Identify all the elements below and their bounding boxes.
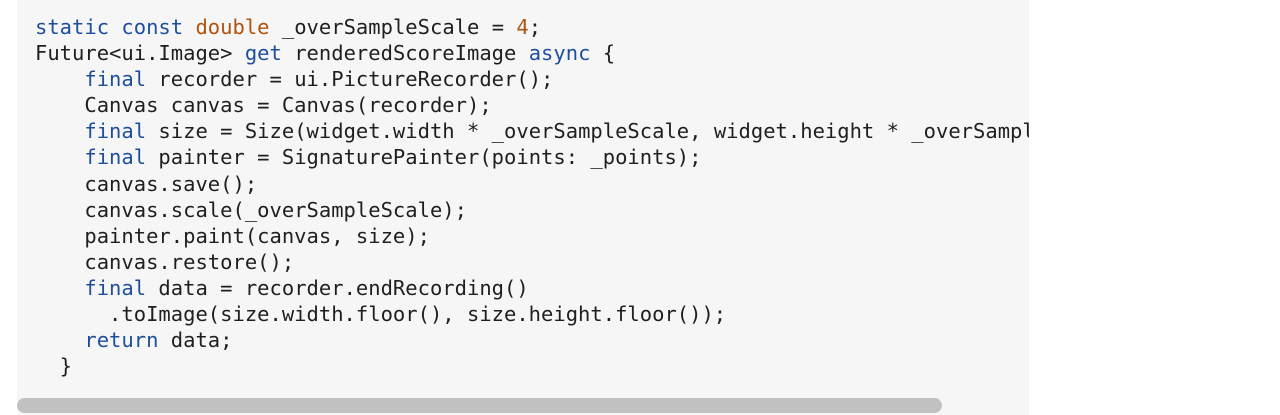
code-token-plain: Future<ui.Image> xyxy=(35,41,245,66)
code-token-plain xyxy=(35,119,84,143)
code-token-plain: canvas.restore(); xyxy=(35,249,295,274)
code-line: final recorder = ui.PictureRecorder(); xyxy=(35,66,1029,92)
code-token-kw: final xyxy=(84,145,147,170)
code-line: Future<ui.Image> get renderedScoreImage … xyxy=(35,40,1029,66)
code-line: final painter = SignaturePainter(points:… xyxy=(35,144,1029,170)
code-token-plain xyxy=(109,15,121,39)
code-token-kw: final xyxy=(84,119,147,144)
code-line: canvas.restore(); xyxy=(35,249,1029,275)
code-token-plain xyxy=(35,67,84,91)
code-token-kw: static xyxy=(35,15,110,39)
code-token-plain xyxy=(35,276,84,300)
code-line: } xyxy=(35,353,1029,379)
code-token-kw: final xyxy=(84,67,147,92)
code-token-plain: canvas.save(); xyxy=(35,171,258,196)
code-token-plain: data; xyxy=(158,328,233,353)
code-token-num: 4 xyxy=(516,15,529,39)
code-token-kw: const xyxy=(121,15,184,39)
code-line: static const double _overSampleScale = 4… xyxy=(35,14,1029,40)
code-token-kw: final xyxy=(84,275,147,300)
code-line: return data; xyxy=(35,327,1029,353)
code-token-plain: renderedScoreImage xyxy=(281,41,529,66)
code-line: final data = recorder.endRecording() xyxy=(35,275,1029,301)
code-token-kw: get xyxy=(244,41,282,66)
code-line: .toImage(size.width.floor(), size.height… xyxy=(35,301,1029,327)
code-token-plain: canvas.scale(_overSampleScale); xyxy=(35,197,467,222)
code-line: final size = Size(widget.width * _overSa… xyxy=(35,118,1029,144)
code-line: canvas.save(); xyxy=(35,171,1029,197)
code-token-plain: { xyxy=(590,41,616,66)
code-token-plain: _overSampleScale = xyxy=(269,15,517,39)
code-token-kw: async xyxy=(528,41,591,66)
code-token-type: double xyxy=(195,15,270,39)
code-token-plain: painter = SignaturePainter(points: _poin… xyxy=(146,145,702,170)
code-content: static const double _overSampleScale = 4… xyxy=(35,14,1029,379)
code-token-plain: painter.paint(canvas, size); xyxy=(35,223,430,248)
code-token-plain: recorder = ui.PictureRecorder(); xyxy=(146,67,554,92)
code-token-plain: data = recorder.endRecording() xyxy=(146,275,529,300)
code-token-plain: Canvas canvas = Canvas(recorder); xyxy=(35,93,492,118)
code-token-plain: } xyxy=(35,354,73,379)
code-line: Canvas canvas = Canvas(recorder); xyxy=(35,92,1029,118)
code-line: canvas.scale(_overSampleScale); xyxy=(35,197,1029,223)
code-token-plain: size = Size(widget.width * _overSampleSc… xyxy=(158,119,1029,144)
code-line: painter.paint(canvas, size); xyxy=(35,223,1029,249)
code-token-plain: ; xyxy=(528,15,542,39)
code-token-plain: .toImage(size.width.floor(), size.height… xyxy=(35,302,727,327)
code-block: static const double _overSampleScale = 4… xyxy=(17,0,1029,415)
code-token-plain xyxy=(35,328,84,352)
code-token-plain xyxy=(35,145,84,169)
horizontal-scrollbar[interactable] xyxy=(17,396,1029,415)
code-token-kw: return xyxy=(84,328,159,353)
code-token-plain xyxy=(183,15,195,39)
scrollbar-thumb[interactable] xyxy=(17,398,942,413)
